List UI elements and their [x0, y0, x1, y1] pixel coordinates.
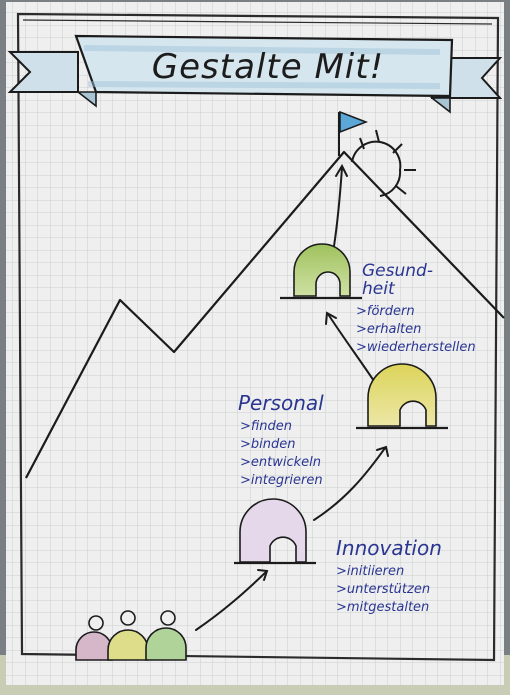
frame-border	[16, 12, 500, 662]
innovation-bullet: >unterstützen	[336, 582, 430, 597]
banner-right-fold	[429, 97, 451, 114]
personal-bullet: >entwickeln	[240, 455, 321, 470]
person-body-green	[145, 627, 187, 661]
health-heading-line-1: Gesund-	[362, 261, 433, 281]
paper-grid	[6, 2, 504, 685]
flag-icon	[339, 110, 369, 134]
mountain-outline	[25, 150, 505, 479]
progress-arrows	[195, 163, 389, 631]
arrow-head-health	[325, 311, 337, 325]
arch-innovation	[234, 498, 316, 565]
area-health: Gesund- heit >fördern >erhalten >wiederh…	[356, 261, 476, 355]
person-head-yellow	[120, 610, 136, 626]
area-personal: Personal >finden >binden >entwickeln >in…	[238, 391, 324, 488]
title-banner: Gestalte Mit!	[7, 34, 503, 114]
arrow-head-personal	[376, 445, 389, 457]
person-head-green	[160, 610, 176, 626]
sun-icon	[351, 129, 416, 197]
innovation-bullet: >mitgestalten	[336, 600, 429, 615]
arrow-to-summit	[333, 167, 343, 247]
innovation-bullet: >initiieren	[336, 564, 404, 579]
personal-heading: Personal	[238, 391, 324, 415]
person-head-pink	[88, 615, 104, 631]
arrow-head-innovation	[257, 569, 269, 581]
arrow-to-health	[327, 313, 377, 385]
personal-bullet: >finden	[240, 419, 292, 434]
arch-personal	[356, 363, 448, 430]
personal-bullet: >integrieren	[240, 473, 323, 488]
page-title: Gestalte Mit!	[152, 47, 384, 87]
health-bullet: >fördern	[356, 304, 415, 319]
area-innovation: Innovation >initiieren >unterstützen >mi…	[336, 536, 442, 615]
banner-left-fold	[75, 91, 97, 108]
arrow-head-summit	[335, 163, 348, 177]
frame-inner-line	[22, 19, 493, 25]
personal-bullet: >binden	[240, 437, 296, 452]
arrow-to-innovation	[195, 571, 267, 631]
health-bullet: >erhalten	[356, 322, 421, 337]
health-heading-line-2: heit	[362, 279, 396, 299]
people-group	[75, 610, 187, 661]
banner-main	[74, 34, 454, 98]
arch-health	[280, 243, 362, 300]
person-body-pink	[75, 631, 113, 661]
innovation-heading: Innovation	[336, 536, 442, 560]
banner-shading	[83, 45, 441, 89]
banner-left-tail	[7, 51, 79, 93]
arrow-to-personal	[313, 447, 386, 521]
health-bullet: >wiederherstellen	[356, 340, 476, 355]
summit-flag	[338, 110, 369, 156]
